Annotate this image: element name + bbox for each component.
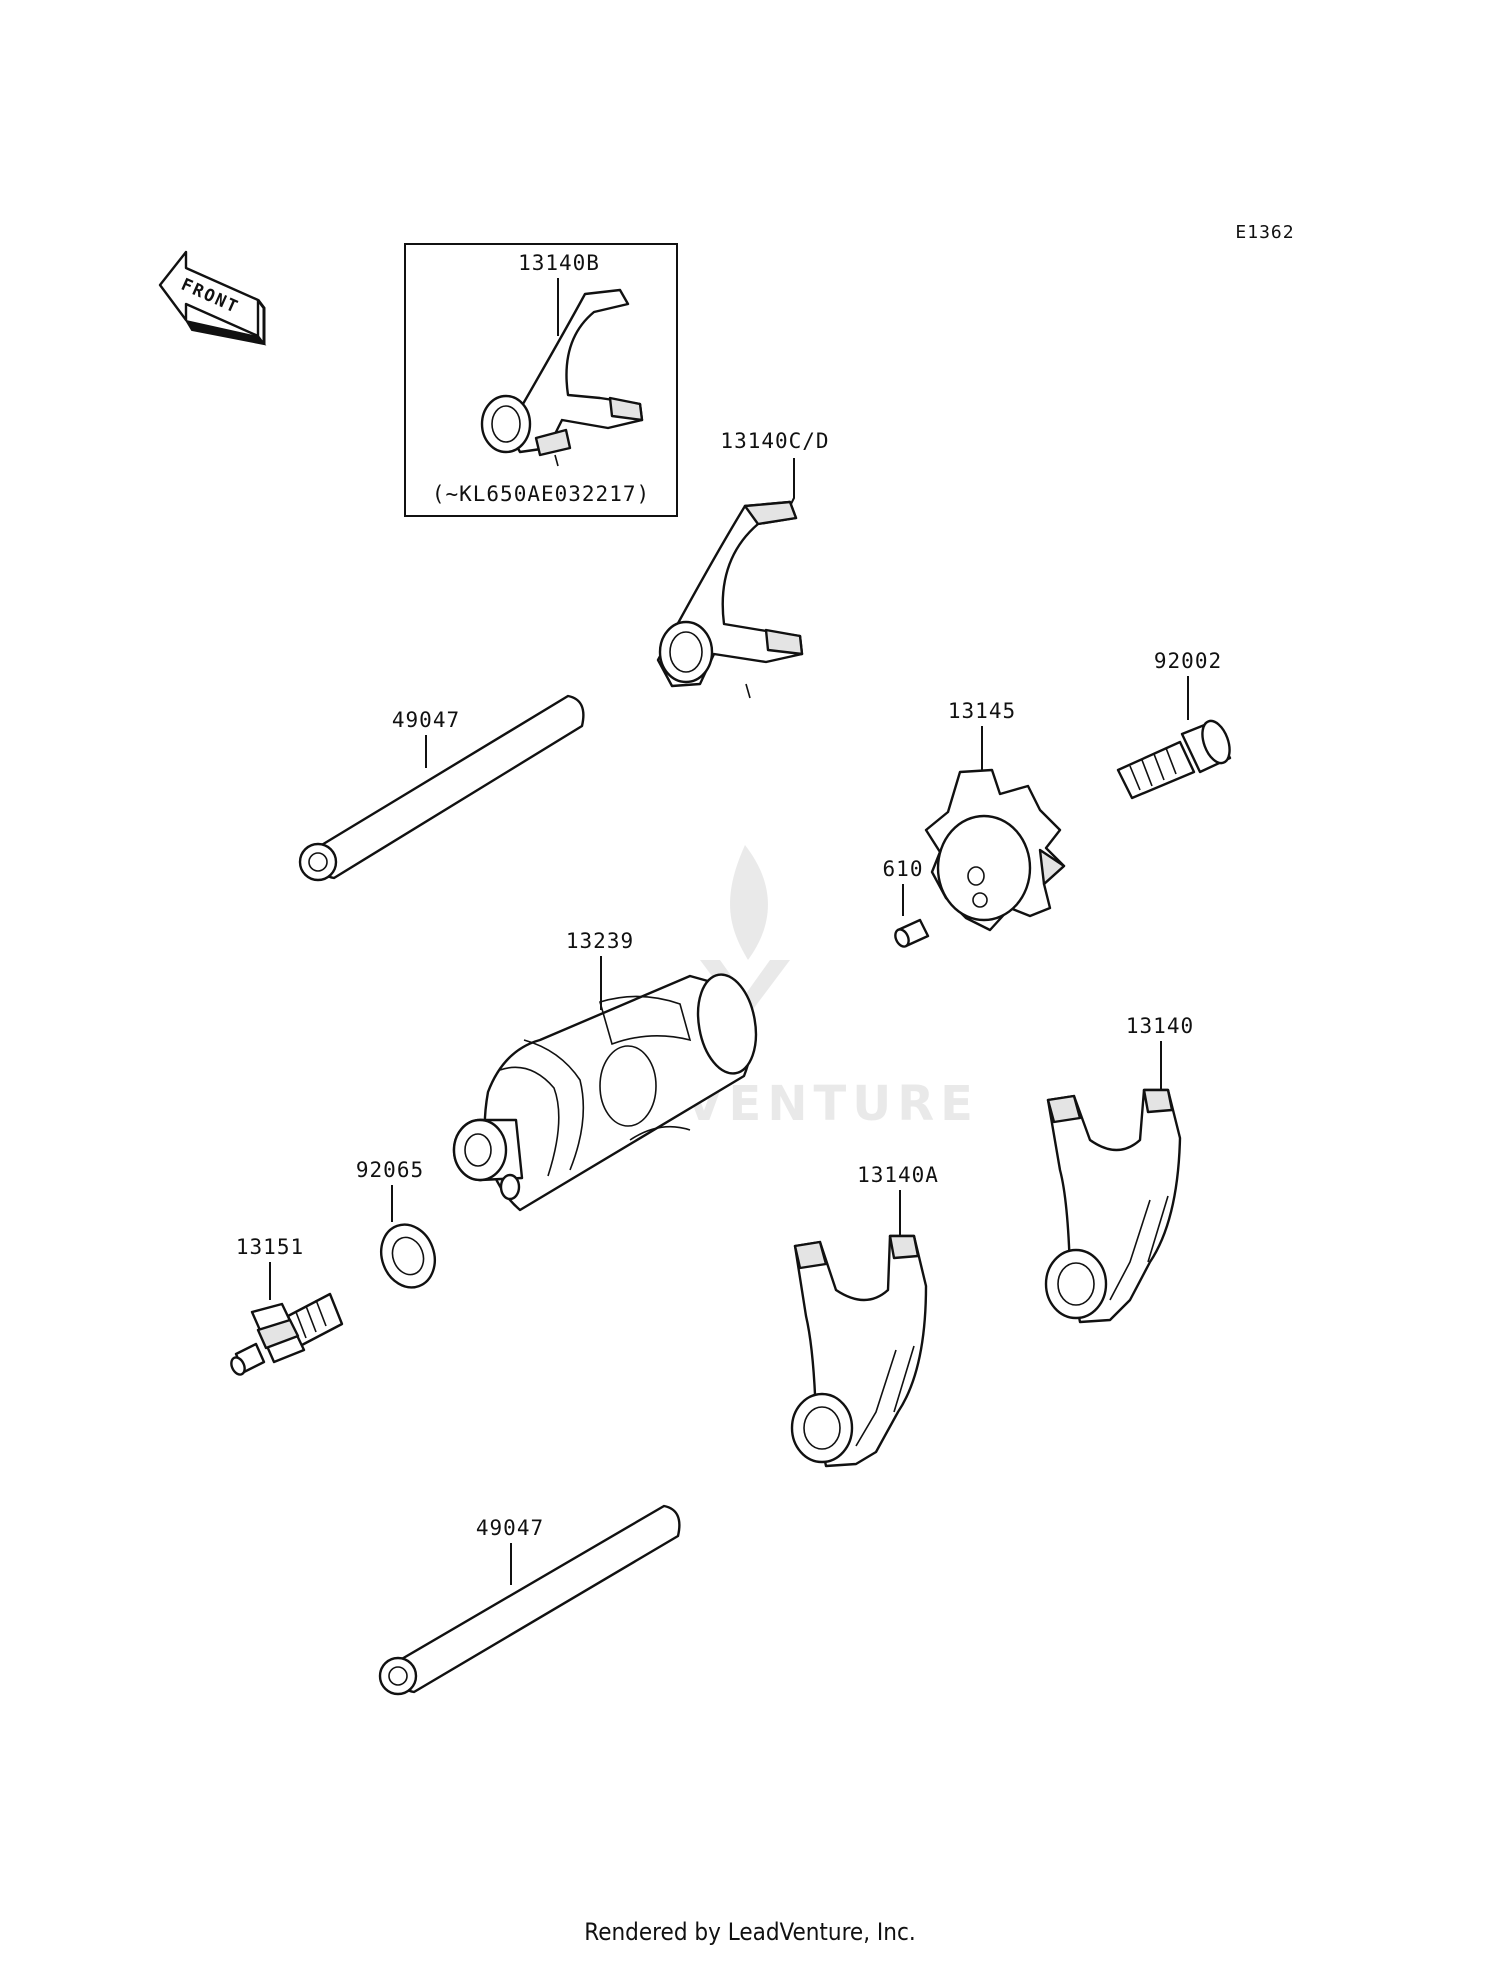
part-label: 13140C/D <box>720 429 829 453</box>
part-49047-lower[interactable]: 49047 <box>378 1504 681 1696</box>
part-13140cd[interactable]: 13140C/D <box>656 429 830 699</box>
part-13239[interactable]: 13239 <box>452 929 763 1212</box>
variant-box <box>404 243 678 517</box>
part-13140[interactable]: 13140 <box>1044 1014 1194 1324</box>
part-label: 13140B <box>518 251 600 275</box>
variant-note: (~KL650AE032217) <box>432 482 650 506</box>
part-92065[interactable]: 92065 <box>356 1158 443 1295</box>
front-arrow-icon: FRONT <box>158 250 267 346</box>
part-13145[interactable]: 13145 <box>924 699 1066 932</box>
part-label: 13151 <box>236 1235 304 1259</box>
part-label: 92002 <box>1154 649 1222 673</box>
part-label: 92065 <box>356 1158 424 1182</box>
part-label: 13145 <box>948 699 1016 723</box>
part-610[interactable]: 610 <box>883 857 930 949</box>
footer-credit: Rendered by LeadVenture, Inc. <box>584 1918 916 1946</box>
part-92002[interactable]: 92002 <box>1116 649 1235 800</box>
part-label: 13140A <box>857 1163 939 1187</box>
part-49047-upper[interactable]: 49047 <box>298 694 585 882</box>
part-label: 49047 <box>476 1516 544 1540</box>
diagram-code: E1362 <box>1235 222 1294 243</box>
part-13140b[interactable]: 13140B <box>480 251 644 467</box>
part-13151[interactable]: 13151 <box>229 1235 344 1377</box>
part-13140a[interactable]: 13140A <box>790 1163 939 1468</box>
part-label: 610 <box>883 857 924 881</box>
part-label: 49047 <box>392 708 460 732</box>
part-label: 13239 <box>566 929 634 953</box>
part-label: 13140 <box>1126 1014 1194 1038</box>
